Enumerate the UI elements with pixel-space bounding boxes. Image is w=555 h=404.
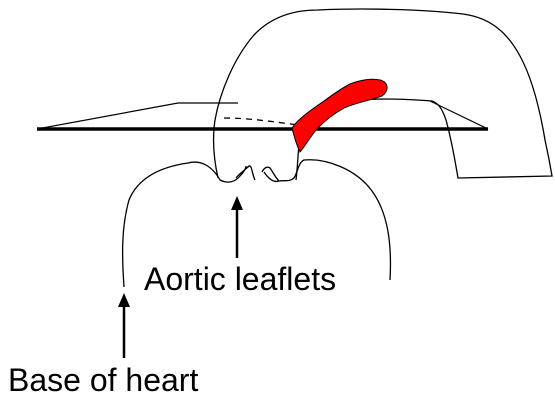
aortic-leaflets-arrow-head xyxy=(231,196,243,210)
hidden-arch-dashed-line xyxy=(224,118,298,125)
imaging-plane-top-edge xyxy=(37,103,238,129)
imaging-plane-right-edge xyxy=(430,101,488,129)
aortic-leaflets-label: Aortic leaflets xyxy=(144,261,336,297)
base-of-heart-arrow-head xyxy=(118,293,130,307)
red-highlighted-structure xyxy=(292,79,387,152)
base-of-heart-label: Base of heart xyxy=(8,362,198,398)
